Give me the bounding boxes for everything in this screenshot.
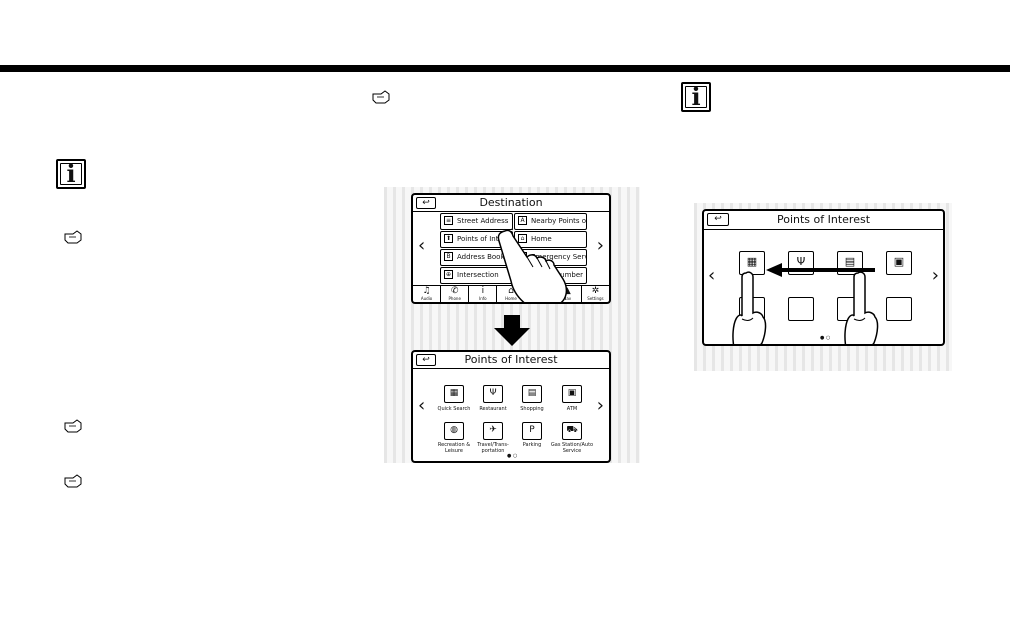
- chevron-right-icon[interactable]: ›: [596, 235, 604, 256]
- address-book-icon: B: [444, 252, 453, 261]
- reference-pointer-icon: [64, 474, 82, 488]
- top-rule: [0, 65, 1010, 72]
- reference-pointer-icon: [64, 419, 82, 433]
- screen-header: ↩ Destination: [413, 195, 609, 212]
- empty-slot[interactable]: [886, 297, 912, 321]
- poi-label: Quick Search: [437, 406, 471, 412]
- chevron-right-icon[interactable]: ›: [596, 395, 604, 416]
- screen-header: ↩ Points of Interest: [704, 211, 943, 230]
- poi-icon: ⬆: [444, 234, 453, 243]
- drag-arrow-icon: [766, 263, 875, 277]
- poi-label: Travel/Trans-portation: [477, 442, 509, 454]
- nearby-icon: A: [518, 216, 527, 225]
- nav-arrow-icon: ▲: [563, 286, 571, 296]
- info-icon: i: [56, 159, 86, 189]
- menu-street-address[interactable]: ≡Street Address: [440, 213, 513, 230]
- atm-icon[interactable]: ▣: [886, 251, 912, 275]
- tab-settings[interactable]: ✲Settings: [582, 286, 609, 302]
- music-icon: ♫: [422, 286, 431, 296]
- poi-label: Recreation & Leisure: [437, 442, 471, 454]
- atm-icon[interactable]: ▣: [562, 385, 582, 403]
- info-icon: i: [681, 82, 711, 112]
- info-small-icon: i: [481, 286, 485, 296]
- recreation-icon[interactable]: ◍: [444, 422, 464, 440]
- home-icon: ⌂: [518, 234, 527, 243]
- tab-nav[interactable]: ▲Nav: [554, 286, 582, 302]
- screen-header: ↩ Points of Interest: [413, 352, 609, 369]
- poi-label: Restaurant: [479, 406, 507, 412]
- gear-icon: ✲: [591, 286, 600, 296]
- poi-screen: ↩ Points of Interest ‹ › ▦ Quick Search …: [411, 350, 611, 463]
- street-icon: ≡: [444, 216, 453, 225]
- reference-pointer-icon: [372, 90, 390, 104]
- screen-title: Points of Interest: [776, 213, 871, 226]
- screen-title: Destination: [479, 196, 543, 209]
- reference-pointer-icon: [64, 230, 82, 244]
- restaurant-icon[interactable]: Ψ: [483, 385, 503, 403]
- chevron-left-icon[interactable]: ‹: [418, 395, 426, 416]
- back-button[interactable]: ↩: [416, 354, 436, 366]
- poi-label: Parking: [522, 442, 542, 448]
- chevron-left-icon[interactable]: ‹: [708, 265, 716, 286]
- parking-icon[interactable]: P: [522, 422, 542, 440]
- shopping-icon[interactable]: ▤: [522, 385, 542, 403]
- screen-title: Points of Interest: [464, 353, 558, 366]
- chevron-right-icon[interactable]: ›: [931, 265, 939, 286]
- phone-handset-icon: ✆: [450, 286, 459, 296]
- page-indicator: ● ○: [820, 335, 831, 341]
- back-button[interactable]: ↩: [416, 197, 436, 209]
- chevron-left-icon[interactable]: ‹: [418, 235, 426, 256]
- airplane-icon[interactable]: ✈: [483, 422, 503, 440]
- home-tab-icon: ⌂: [508, 286, 514, 296]
- pointing-hand-icon: [732, 271, 767, 344]
- poi-label: Shopping: [520, 406, 544, 412]
- quick-search-icon[interactable]: ▦: [444, 385, 464, 403]
- gas-station-icon[interactable]: ⛟: [562, 422, 582, 440]
- pointing-hand-icon: [497, 229, 568, 302]
- intersection-icon: ⊕: [444, 270, 453, 279]
- poi-edit-screen: ↩ Points of Interest ‹ › ▦ Ψ ▤ ▣ ● ○: [702, 209, 945, 346]
- pointing-hand-icon: [844, 271, 879, 344]
- tab-audio[interactable]: ♫Audio: [413, 286, 442, 302]
- tab-phone[interactable]: ✆Phone: [441, 286, 470, 302]
- page-indicator: ● ○: [507, 453, 518, 459]
- poi-label: Gas Station/Auto Service: [550, 442, 594, 454]
- empty-slot[interactable]: [788, 297, 814, 321]
- poi-label: ATM: [566, 406, 578, 412]
- back-button[interactable]: ↩: [707, 213, 729, 226]
- arrow-down-icon: [494, 315, 530, 346]
